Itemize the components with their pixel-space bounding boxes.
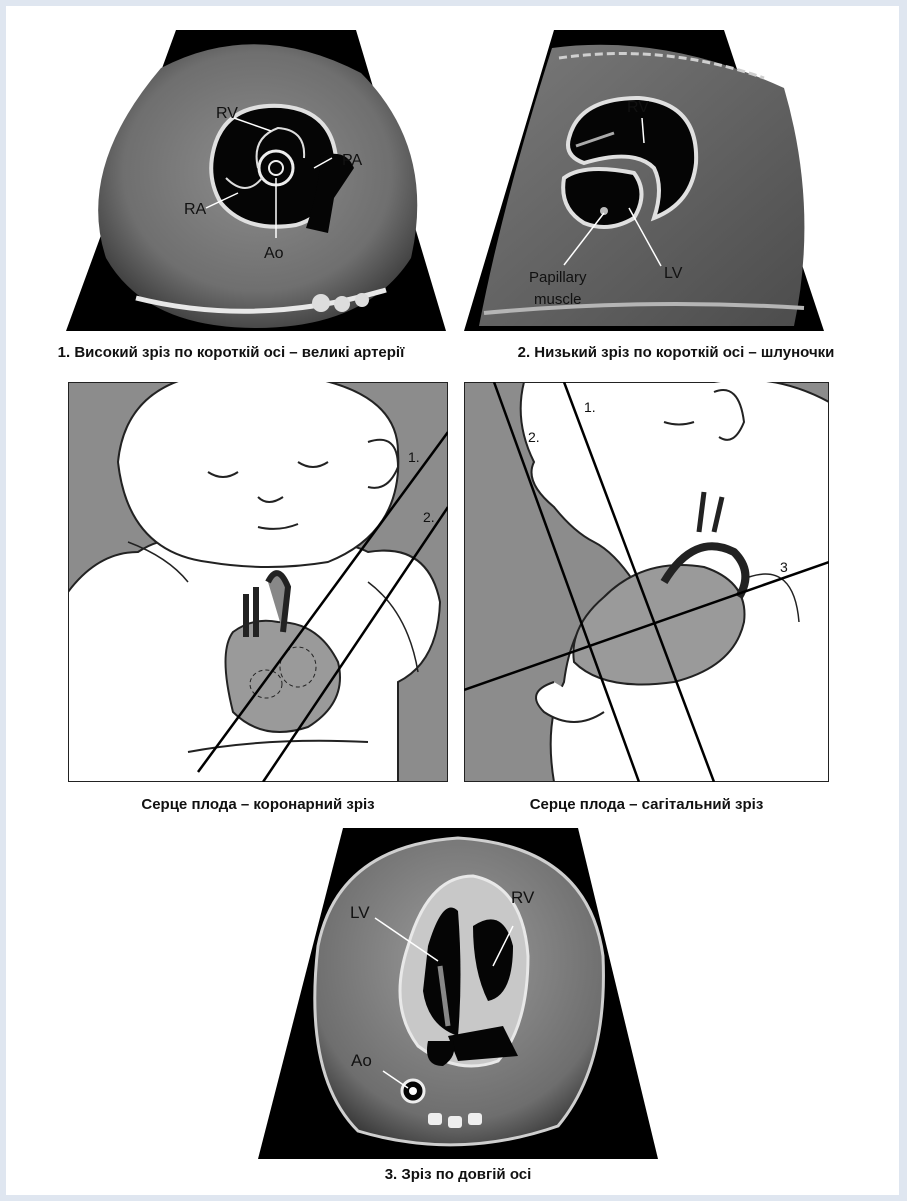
caption-long-axis: 3. Зріз по довгій осі xyxy=(258,1166,658,1183)
label-ao: Ao xyxy=(264,245,284,262)
long-axis-ultrasound: LV RV Ao xyxy=(258,826,658,1161)
sagittal-illustration: 1. 2. 3 xyxy=(464,382,829,782)
short-axis-high-ultrasound: RV PA RA Ao xyxy=(66,28,446,333)
label-muscle: muscle xyxy=(534,291,582,308)
figure-page: RV PA RA Ao 1. Високий зріз по короткій … xyxy=(6,6,899,1195)
caption-short-axis-high: 1. Високий зріз по короткій осі – великі… xyxy=(6,344,456,361)
label-ra: RA xyxy=(184,201,207,218)
label-rv: RV xyxy=(216,105,238,122)
label-ao: Ao xyxy=(351,1051,372,1070)
label-lv: LV xyxy=(664,265,683,282)
coronal-illustration: 1. 2. xyxy=(68,382,448,782)
label-lv: LV xyxy=(350,903,370,922)
line-label-3: 3 xyxy=(780,559,788,575)
short-axis-low-ultrasound: RV LV Papillary muscle xyxy=(464,28,824,333)
line-label-2: 2. xyxy=(423,509,435,525)
label-papillary: Papillary xyxy=(529,269,587,286)
line-label-1: 1. xyxy=(584,399,596,415)
caption-sagittal: Серце плода – сагітальний зріз xyxy=(464,796,829,813)
label-rv: RV xyxy=(511,888,535,907)
left-ventricle xyxy=(563,169,641,227)
baby-head xyxy=(118,382,398,567)
line-label-2: 2. xyxy=(528,429,540,445)
label-pa: PA xyxy=(342,152,362,169)
label-rv: RV xyxy=(627,99,649,116)
caption-coronal: Серце плода – коронарний зріз xyxy=(68,796,448,813)
line-label-1: 1. xyxy=(408,449,420,465)
caption-short-axis-low: 2. Низький зріз по короткій осі – шлуноч… xyxy=(456,344,896,361)
